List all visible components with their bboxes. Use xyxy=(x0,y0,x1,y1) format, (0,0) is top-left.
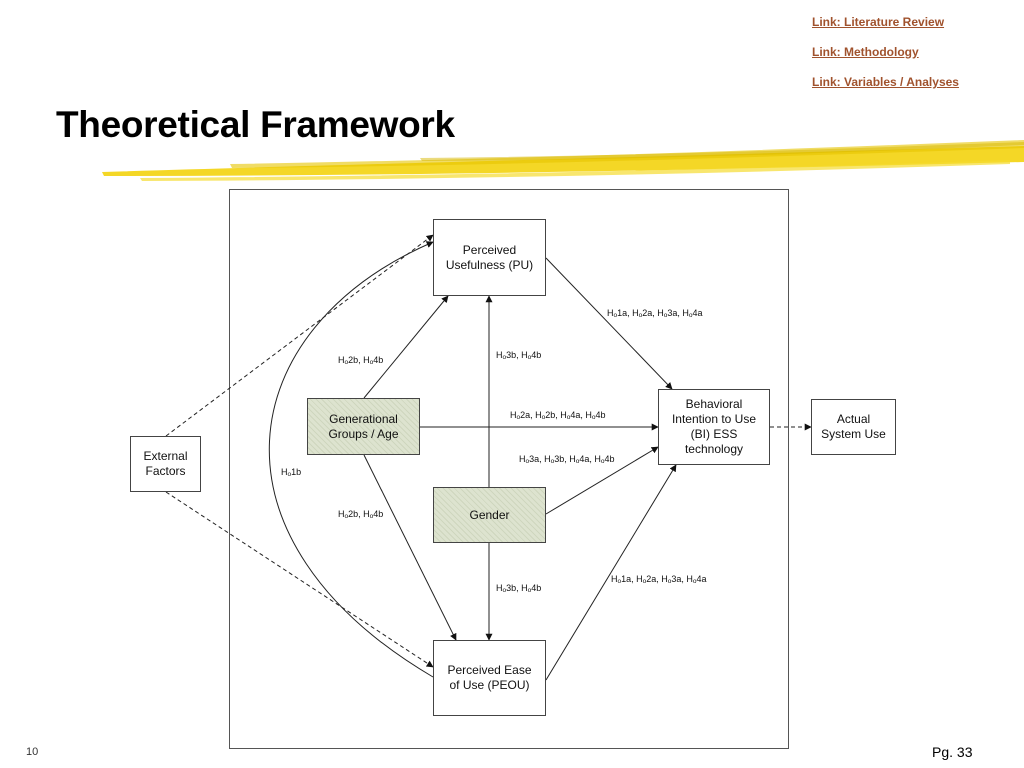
edge-gen-pu xyxy=(363,295,449,399)
node-behavioral-intention: Behavioral Intention to Use (BI) ESS tec… xyxy=(658,389,770,465)
node-perceived-usefulness: Perceived Usefulness (PU) xyxy=(433,219,546,296)
label-gen-bi: Ho2a, Ho2b, Ho4a, Ho4b xyxy=(510,410,606,421)
edge-peou-pu-curve xyxy=(268,241,434,678)
label-gender-peou: Ho3b, Ho4b xyxy=(496,583,542,594)
slide-number: 10 xyxy=(26,746,39,758)
diagram-frame xyxy=(229,189,789,749)
label-peou-bi: Ho1a, Ho2a, Ho3a, Ho4a xyxy=(611,574,707,585)
label-gen-pu: Ho2b, Ho4b xyxy=(338,355,384,366)
node-generational-groups: Generational Groups / Age xyxy=(307,398,420,455)
edge-gen-peou xyxy=(363,454,457,641)
edge-external-peou xyxy=(165,491,434,668)
edge-peou-bi xyxy=(545,464,677,681)
link-literature-review[interactable]: Link: Literature Review xyxy=(812,15,945,29)
node-gender: Gender xyxy=(433,487,546,543)
label-external-loop: Ho1b xyxy=(281,467,302,478)
label-gen-peou: Ho2b, Ho4b xyxy=(338,509,384,520)
node-perceived-ease-of-use: Perceived Ease of Use (PEOU) xyxy=(433,640,546,716)
node-actual-system-use: Actual System Use xyxy=(811,399,896,455)
node-external-factors: External Factors xyxy=(130,436,201,492)
link-methodology[interactable]: Link: Methodology xyxy=(812,45,919,59)
title-underline-brush xyxy=(102,140,1024,181)
label-pu-bi: Ho1a, Ho2a, Ho3a, Ho4a xyxy=(607,308,703,319)
edge-gender-bi xyxy=(545,446,659,515)
link-variables-analyses[interactable]: Link: Variables / Analyses xyxy=(812,75,959,89)
slide-links: Link: Literature Review Link: Methodolog… xyxy=(812,14,959,104)
edge-pu-bi xyxy=(545,257,673,390)
page-reference: Pg. 33 xyxy=(932,744,973,760)
page-title: Theoretical Framework xyxy=(56,104,455,145)
label-gender-pu: Ho3b, Ho4b xyxy=(496,350,542,361)
label-gender-bi: Ho3a, Ho3b, Ho4a, Ho4b xyxy=(519,454,615,465)
